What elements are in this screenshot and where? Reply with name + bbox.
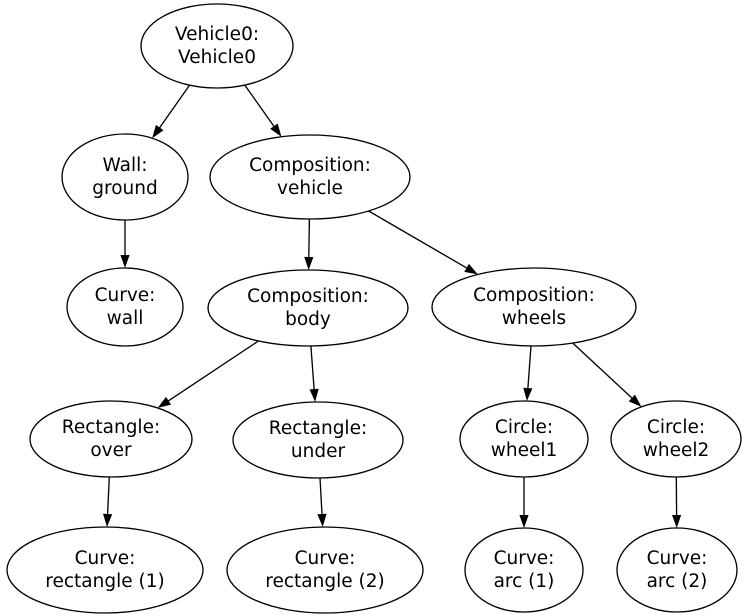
edge-line (244, 84, 275, 127)
node-label: Rectangle:under (269, 418, 367, 462)
arrowhead-icon (628, 394, 642, 407)
node-label: Curve:rectangle (2) (265, 548, 384, 592)
edge-vehicle0-comp_vehicle (244, 84, 282, 137)
node-comp_vehicle: Composition:vehicle (209, 134, 411, 220)
node-ellipse (29, 400, 193, 478)
edge-line (368, 210, 467, 269)
node-label: Circle:wheel1 (491, 417, 558, 461)
edge-rect_over-curve_rect1 (103, 476, 113, 527)
node-label: Rectangle:over (62, 417, 160, 461)
node-circle_wheel2: Circle:wheel2 (610, 400, 742, 478)
edge-circle_wheel1-curve_arc1 (519, 477, 529, 528)
node-comp_body: Composition:body (207, 269, 409, 347)
node-ellipse (431, 267, 637, 347)
node-label: Composition:vehicle (249, 155, 371, 199)
node-label: Circle:wheel2 (643, 417, 710, 461)
arrowhead-icon (270, 123, 282, 137)
node-curve_rect1: Curve:rectangle (1) (6, 526, 204, 614)
edge-circle_wheel2-curve_arc2 (672, 476, 682, 528)
node-ellipse (459, 400, 589, 478)
node-ellipse (232, 401, 404, 479)
node-ellipse (610, 400, 742, 478)
edge-line (159, 84, 191, 128)
arrowhead-icon (309, 388, 319, 402)
node-curve_arc1: Curve:arc (1) (464, 527, 584, 613)
edge-rect_under-curve_rect2 (317, 477, 327, 527)
arrowhead-icon (103, 513, 113, 527)
node-label: Curve:arc (1) (494, 548, 555, 592)
edge-comp_body-rect_over (157, 340, 259, 408)
node-ellipse (226, 526, 424, 614)
node-label: Wall:ground (92, 155, 157, 199)
edge-line (106, 476, 110, 515)
node-wall_ground: Wall:ground (61, 133, 189, 221)
edge-comp_vehicle-comp_body (304, 218, 314, 270)
node-comp_wheels: Composition:wheels (431, 267, 637, 347)
node-label: Curve:arc (2) (647, 548, 708, 592)
node-vehicle0: Vehicle0:Vehicle0 (140, 3, 294, 89)
edge-line (319, 477, 323, 515)
edge-comp_wheels-circle_wheel2 (572, 342, 642, 407)
arrowhead-icon (317, 513, 327, 527)
edge-comp_wheels-circle_wheel1 (523, 345, 533, 401)
node-ellipse (6, 526, 204, 614)
node-ellipse (464, 527, 584, 613)
node-rect_over: Rectangle:over (29, 400, 193, 478)
edge-line (310, 345, 315, 390)
node-ellipse (209, 134, 411, 220)
node-curve_rect2: Curve:rectangle (2) (226, 526, 424, 614)
arrowhead-icon (523, 387, 533, 401)
node-ellipse (61, 133, 189, 221)
arrowhead-icon (152, 124, 164, 139)
arrowhead-icon (464, 263, 478, 275)
node-ellipse (616, 527, 738, 613)
arrowhead-icon (519, 515, 529, 528)
arrowhead-icon (120, 255, 130, 268)
node-label: Vehicle0:Vehicle0 (175, 24, 259, 68)
edge-line (168, 340, 259, 402)
arrowhead-icon (157, 396, 172, 408)
edge-wall_ground-curve_wall (120, 220, 130, 268)
node-ellipse (140, 3, 294, 89)
node-curve_arc2: Curve:arc (2) (616, 527, 738, 613)
edge-comp_body-rect_under (309, 345, 319, 402)
edge-line (527, 345, 532, 389)
node-label: Curve:rectangle (1) (45, 548, 164, 592)
edge-line (572, 342, 633, 399)
edge-vehicle0-wall_ground (152, 84, 191, 139)
arrowhead-icon (672, 515, 682, 528)
node-ellipse (207, 269, 409, 347)
edge-line (308, 218, 311, 258)
node-label: Curve:wall (95, 285, 156, 329)
node-ellipse (66, 267, 184, 347)
node-label: Composition:wheels (473, 285, 595, 329)
node-circle_wheel1: Circle:wheel1 (459, 400, 589, 478)
edge-comp_vehicle-comp_wheels (368, 210, 478, 275)
node-curve_wall: Curve:wall (66, 267, 184, 347)
arrowhead-icon (304, 256, 314, 270)
node-rect_under: Rectangle:under (232, 401, 404, 479)
node-label: Composition:body (247, 286, 369, 330)
